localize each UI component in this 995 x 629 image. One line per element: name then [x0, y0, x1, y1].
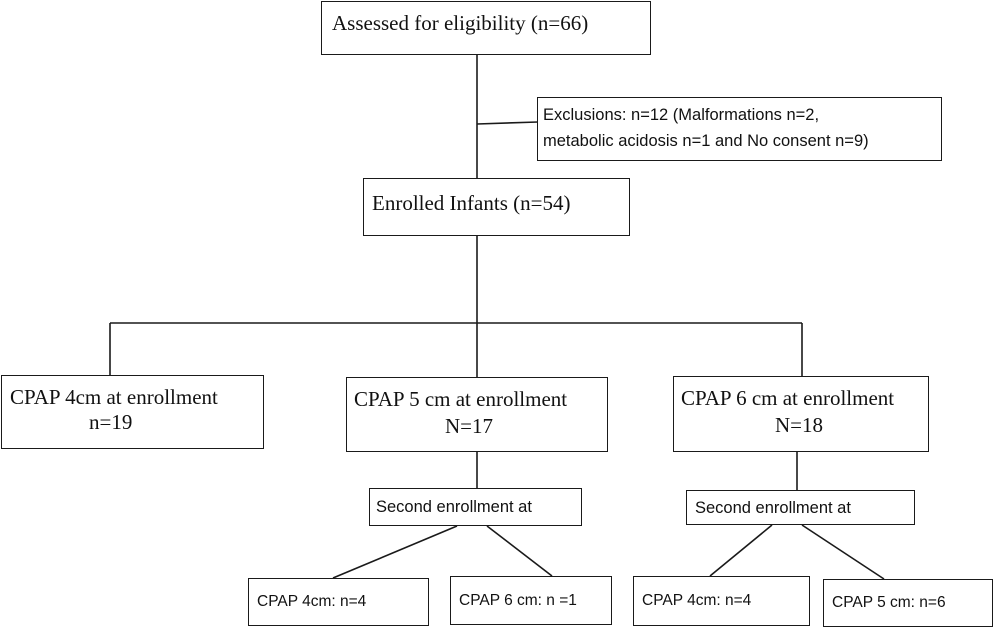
exclusions-box: Exclusions: n=12 (Malformations n=2, met…	[537, 97, 942, 161]
group-6cm-box: CPAP 6 cm at enrollment N=18	[673, 376, 929, 452]
connector-to-exclusions	[476, 121, 539, 125]
assessed-box: Assessed for eligibility (n=66)	[321, 1, 651, 55]
second-enrollment-6cm-box: Second enrollment at	[686, 490, 915, 525]
group-6cm-title: CPAP 6 cm at enrollment	[681, 386, 895, 410]
second-enrollment-5cm-box: Second enrollment at	[369, 488, 582, 526]
group-4cm-title: CPAP 4cm at enrollment	[10, 385, 218, 409]
outcome-5cm-to-6cm-box: CPAP 6 cm: n =1	[450, 576, 612, 625]
outcome-5cm-to-4cm-label: CPAP 4cm: n=4	[257, 593, 367, 610]
group-5cm-box: CPAP 5 cm at enrollment N=17	[346, 377, 608, 452]
exclusions-line-2: metabolic acidosis n=1 and No consent n=…	[543, 132, 869, 150]
group-4cm-box: CPAP 4cm at enrollment n=19	[1, 375, 264, 449]
outcome-5cm-to-6cm-label: CPAP 6 cm: n =1	[459, 592, 577, 609]
connector-right-split-right	[801, 524, 885, 580]
enrolled-box: Enrolled Infants (n=54)	[363, 178, 630, 236]
outcome-6cm-to-4cm-box: CPAP 4cm: n=4	[633, 576, 810, 626]
assessed-label: Assessed for eligibility (n=66)	[332, 11, 589, 35]
second-enrollment-5cm-label: Second enrollment at	[376, 498, 532, 516]
connector-right-split-left	[709, 524, 773, 577]
outcome-5cm-to-4cm-box: CPAP 4cm: n=4	[248, 578, 429, 626]
enrolled-label: Enrolled Infants (n=54)	[372, 191, 571, 215]
group-5cm-count: N=17	[445, 414, 494, 438]
outcome-6cm-to-5cm-label: CPAP 5 cm: n=6	[832, 594, 946, 611]
exclusions-line-1: Exclusions: n=12 (Malformations n=2,	[543, 106, 820, 124]
outcome-6cm-to-4cm-label: CPAP 4cm: n=4	[642, 592, 752, 609]
group-4cm-count: n=19	[89, 410, 133, 434]
group-5cm-title: CPAP 5 cm at enrollment	[354, 387, 568, 411]
connector-middle-split-left	[332, 525, 458, 579]
group-6cm-count: N=18	[775, 413, 824, 437]
outcome-6cm-to-5cm-box: CPAP 5 cm: n=6	[823, 579, 993, 627]
connector-middle-split-right	[486, 525, 553, 577]
second-enrollment-6cm-label: Second enrollment at	[695, 499, 851, 517]
